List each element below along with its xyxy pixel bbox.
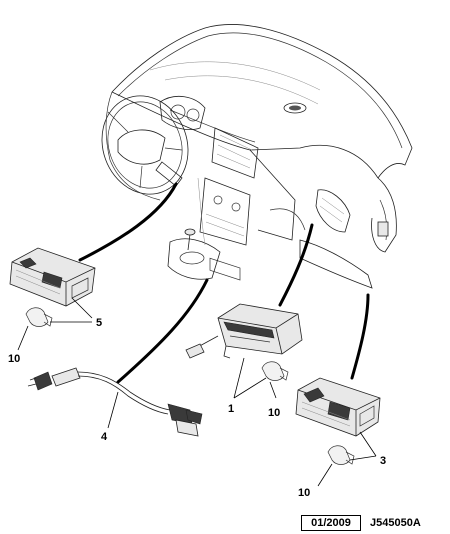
diagram-reference: J545050A [370, 517, 421, 529]
wiring-harness-part-4 [27, 367, 203, 437]
dashboard-illustration [101, 24, 413, 289]
connector-line-4 [116, 278, 209, 384]
footwell-lamp-part-3 [295, 377, 381, 437]
bulb-part-10-left [25, 307, 53, 327]
connector-line-1 [278, 223, 314, 307]
callout-10-left: 10 [8, 353, 20, 365]
glovebox-lamp-part-1 [185, 303, 303, 359]
bulb-part-10-center [261, 361, 289, 381]
leader-lines [17, 297, 377, 487]
callout-5: 5 [96, 317, 102, 329]
callout-4: 4 [101, 431, 108, 443]
revision-date: 01/2009 [301, 515, 361, 531]
connector-lines [78, 182, 370, 384]
callout-1: 1 [228, 403, 234, 415]
connector-line-3 [350, 293, 370, 380]
callout-10-center: 10 [268, 407, 280, 419]
callout-3: 3 [380, 455, 386, 467]
bulb-part-10-right [327, 445, 355, 465]
connector-line-5 [78, 182, 178, 262]
courtesy-lamp-part-5 [9, 247, 96, 307]
callout-10-right: 10 [298, 487, 310, 499]
